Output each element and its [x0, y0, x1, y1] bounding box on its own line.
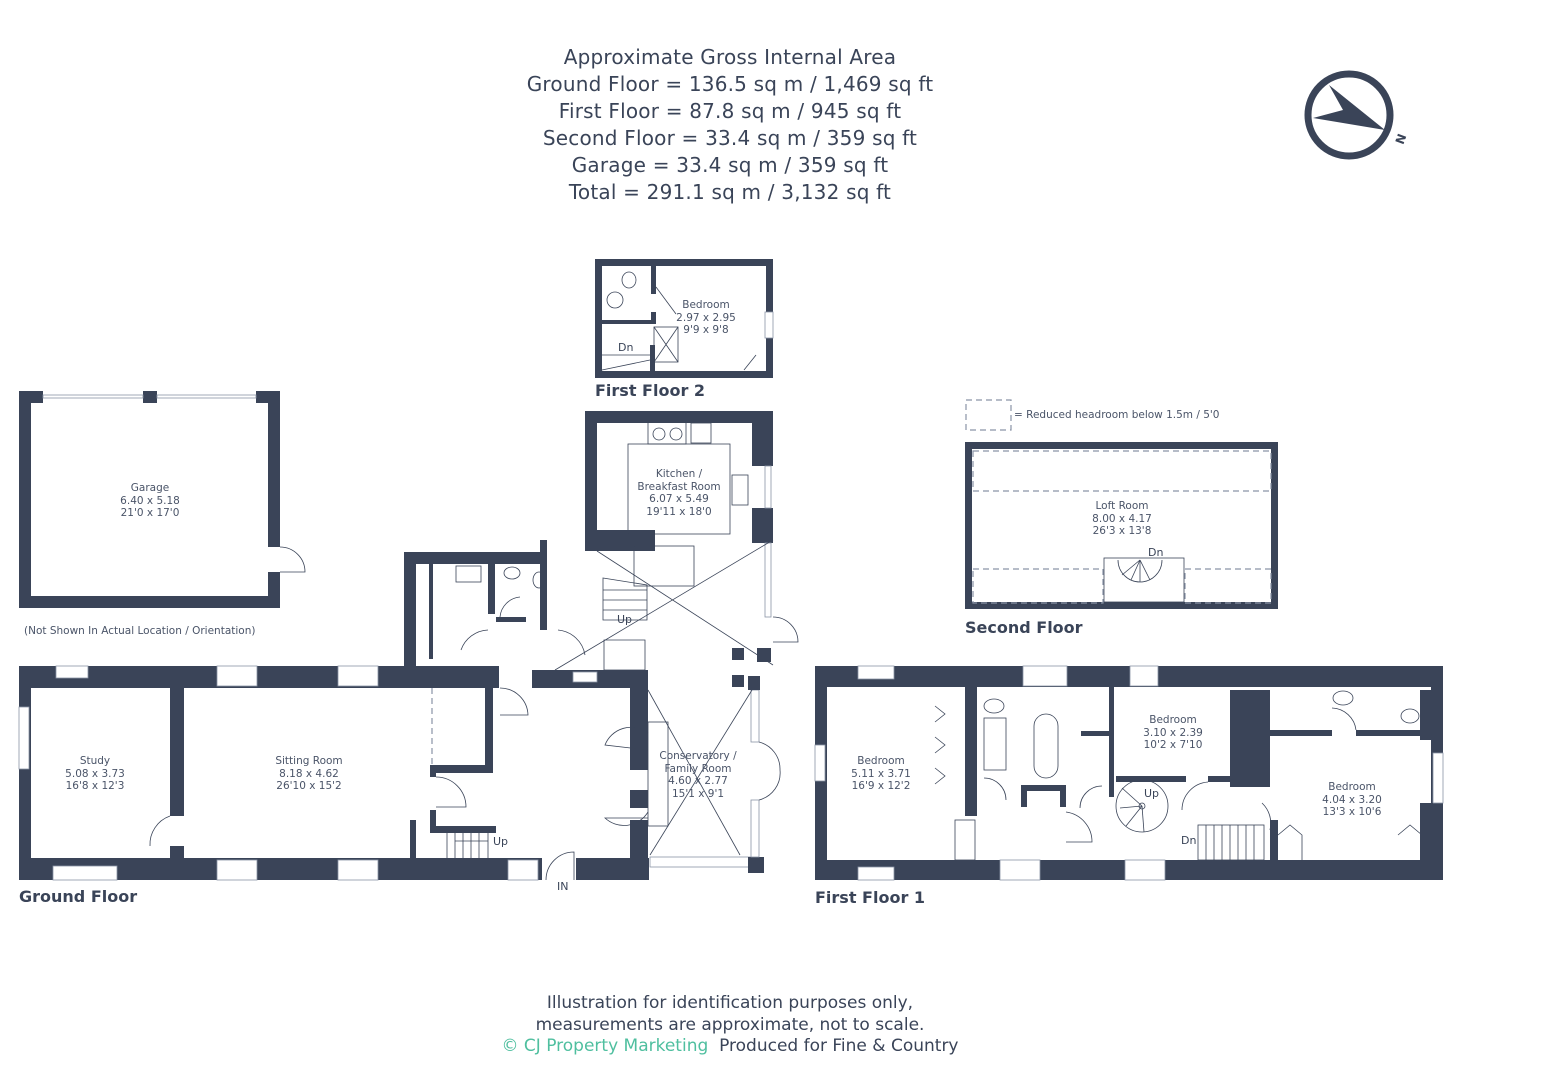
room-name-line1: Kitchen / [655, 468, 703, 480]
room-label-ff1-bedroom-3: Bedroom 4.04 x 3.20 13'3 x 10'6 [1322, 781, 1382, 819]
stairs-down-loft-label: Dn [1148, 546, 1164, 559]
ground-floor-plan [18, 540, 781, 882]
room-name: Bedroom [682, 299, 730, 311]
credits-line: © CJ Property Marketing Produced for Fin… [430, 1036, 1030, 1058]
room-imperial: 16'9 x 12'2 [851, 780, 911, 792]
garage-location-note: (Not Shown In Actual Location / Orientat… [24, 625, 256, 637]
room-label-ff1-bedroom-2: Bedroom 3.10 x 2.39 10'2 x 7'10 [1143, 714, 1203, 752]
room-metric: 4.60 x 2.77 [668, 775, 728, 787]
room-label-garage: Garage 6.40 x 5.18 21'0 x 17'0 [120, 482, 180, 520]
stairs-up-ff1-label: Up [1144, 787, 1160, 800]
first-floor-1-plan [814, 665, 1444, 881]
room-name-line2: Breakfast Room [637, 480, 721, 493]
room-imperial: 15'1 x 9'1 [671, 787, 725, 800]
room-metric: 4.04 x 3.20 [1322, 793, 1382, 806]
room-metric: 8.00 x 4.17 [1092, 512, 1152, 525]
room-name: Loft Room [1095, 500, 1149, 512]
first-floor-2-plan [595, 259, 774, 378]
room-metric: 2.97 x 2.95 [676, 311, 736, 324]
room-metric: 5.08 x 3.73 [65, 767, 125, 780]
reduced-headroom-legend: = Reduced headroom below 1.5m / 5'0 [1014, 409, 1220, 421]
room-name: Study [79, 755, 111, 767]
room-name-line2: Family Room [664, 762, 732, 775]
produced-for: Produced for Fine & Country [719, 1036, 959, 1056]
stairs-down-ff1-label: Dn [1181, 834, 1197, 847]
room-imperial: 10'2 x 7'10 [1143, 739, 1203, 751]
room-imperial: 26'3 x 13'8 [1092, 525, 1152, 537]
room-metric: 6.40 x 5.18 [120, 494, 180, 507]
area-garage: Garage = 33.4 sq m / 359 sq ft [571, 153, 889, 177]
room-name: Bedroom [1328, 781, 1376, 793]
area-second-floor: Second Floor = 33.4 sq m / 359 sq ft [542, 126, 918, 150]
room-imperial: 16'8 x 12'3 [65, 780, 125, 792]
disclaimer-line-2: measurements are approximate, not to sca… [535, 1014, 925, 1035]
second-floor-plan [965, 399, 1278, 609]
room-metric: 3.10 x 2.39 [1143, 726, 1203, 739]
entrance-label: IN [557, 880, 569, 893]
stairs-up-main-label: Up [493, 835, 509, 848]
room-name: Bedroom [1149, 714, 1197, 726]
room-metric: 5.11 x 3.71 [851, 767, 911, 780]
room-label-study: Study 5.08 x 3.73 16'8 x 12'3 [65, 755, 125, 793]
room-imperial: 21'0 x 17'0 [120, 507, 180, 519]
north-arrow-icon [1304, 70, 1394, 160]
garage-plan [19, 391, 306, 608]
area-title: Approximate Gross Internal Area [563, 45, 897, 69]
footer-disclaimer: Illustration for identification purposes… [430, 993, 1030, 1058]
room-name: Garage [130, 482, 170, 494]
room-name-line1: Conservatory / [659, 750, 737, 762]
room-metric: 8.18 x 4.62 [279, 767, 339, 780]
room-label-sitting-room: Sitting Room 8.18 x 4.62 26'10 x 15'2 [275, 755, 342, 793]
room-label-ff1-bedroom-1: Bedroom 5.11 x 3.71 16'9 x 12'2 [851, 755, 911, 793]
room-imperial: 19'11 x 18'0 [646, 505, 712, 518]
room-imperial: 13'3 x 10'6 [1322, 806, 1382, 818]
room-metric: 6.07 x 5.49 [649, 493, 709, 505]
area-ground-floor: Ground Floor = 136.5 sq m / 1,469 sq ft [526, 72, 934, 96]
floor-title-first-floor-2: First Floor 2 [595, 381, 706, 400]
floor-title-ground-floor: Ground Floor [19, 887, 138, 906]
floor-title-first-floor-1: First Floor 1 [815, 888, 926, 907]
stairs-down-label: Dn [618, 341, 634, 354]
brand-credit: © CJ Property Marketing [501, 1036, 709, 1056]
room-label-loft-room: Loft Room 8.00 x 4.17 26'3 x 13'8 [1092, 500, 1152, 538]
room-label-conservatory: Conservatory / Family Room 4.60 x 2.77 1… [659, 750, 736, 800]
room-label-ff2-bedroom: Bedroom 2.97 x 2.95 9'9 x 9'8 [676, 299, 736, 337]
disclaimer-line-1: Illustration for identification purposes… [546, 993, 914, 1013]
area-first-floor: First Floor = 87.8 sq m / 945 sq ft [558, 99, 902, 123]
room-name: Bedroom [857, 755, 905, 767]
room-imperial: 9'9 x 9'8 [683, 324, 729, 336]
floor-title-second-floor: Second Floor [965, 618, 1083, 637]
room-name: Sitting Room [275, 755, 343, 767]
room-label-kitchen: Kitchen / Breakfast Room 6.07 x 5.49 19'… [637, 468, 720, 518]
stairs-up-back-label: Up [617, 613, 633, 626]
room-imperial: 26'10 x 15'2 [276, 780, 342, 792]
kitchen-plan [554, 411, 799, 671]
area-summary: Approximate Gross Internal Area Ground F… [480, 44, 980, 206]
area-total: Total = 291.1 sq m / 3,132 sq ft [568, 180, 892, 204]
